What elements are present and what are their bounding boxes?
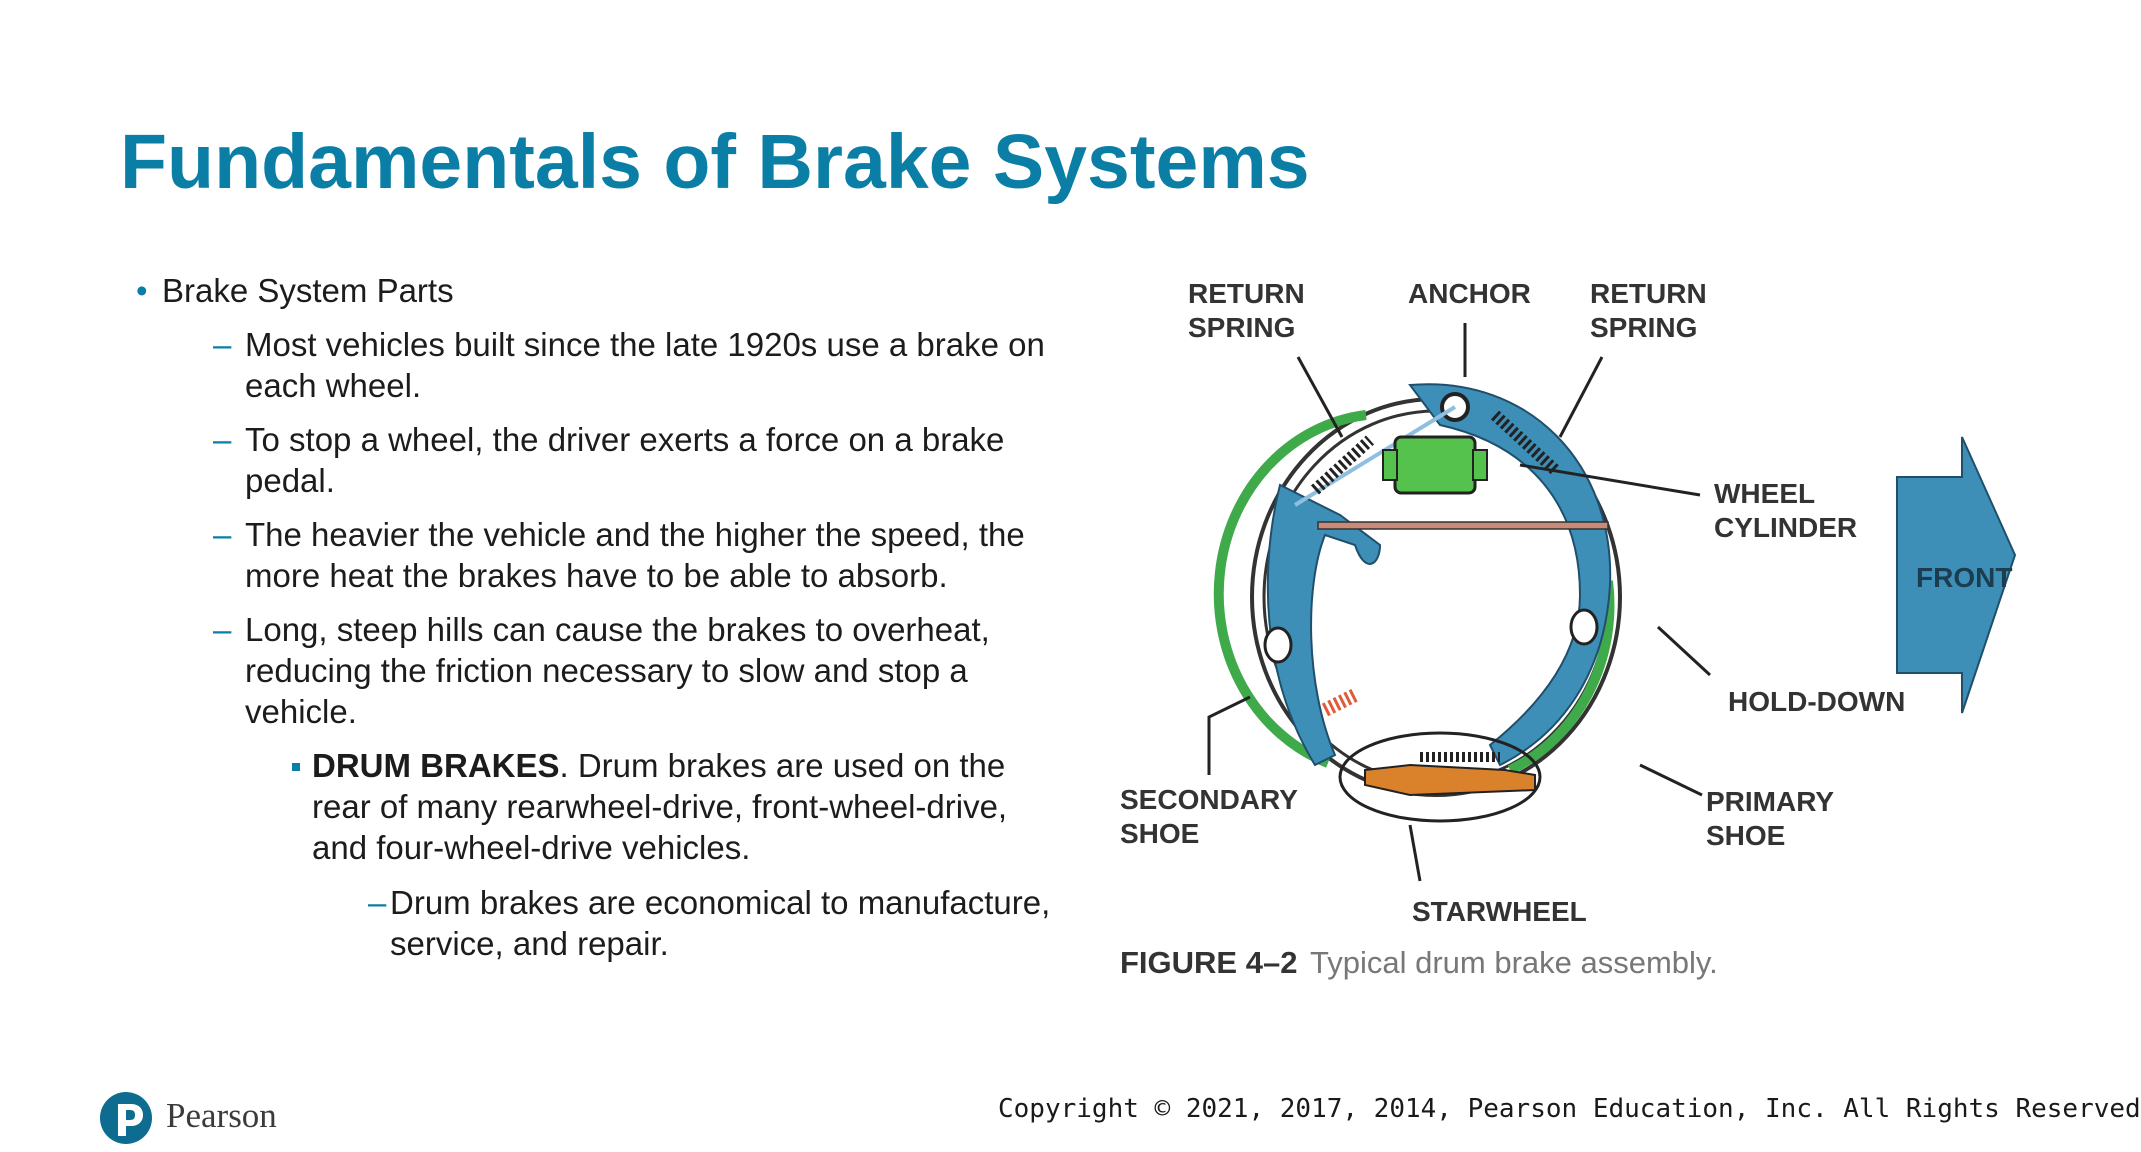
drum-brakes-line-1: DRUM BRAKES. Drum brakes are used on the <box>312 745 1005 786</box>
primary-lining <box>1507 580 1615 775</box>
dash-marker: – <box>368 884 387 921</box>
leader-return-spring-left <box>1296 356 1344 438</box>
sub-bullet-4-line-3: vehicle. <box>245 693 357 730</box>
pearson-p-icon <box>100 1092 152 1144</box>
secondary-lining <box>1213 410 1367 768</box>
leader-starwheel <box>1408 824 1422 882</box>
sub-bullet-1-line-1: Most vehicles built since the late 1920s… <box>245 326 1045 363</box>
bullet-brake-system-parts: Brake System Parts <box>162 272 454 309</box>
primary-shoe <box>1408 383 1612 767</box>
pearson-logo: Pearson <box>98 1090 328 1146</box>
hold-down-pin-right <box>1569 608 1599 646</box>
label-anchor: ANCHOR <box>1408 278 1531 309</box>
page-title: Fundamentals of Brake Systems <box>120 119 1310 205</box>
drum-brakes-bold: DRUM BRAKES <box>312 747 560 784</box>
leader-secondary-shoe <box>1207 695 1251 775</box>
economical-line-1: Drum brakes are economical to manufactur… <box>390 884 1051 921</box>
adjuster-spring <box>1321 688 1359 717</box>
return-spring-right <box>1490 410 1560 475</box>
secondary-shoe <box>1266 483 1382 767</box>
label-starwheel: STARWHEEL <box>1412 896 1587 927</box>
wheel-cylinder <box>1393 435 1477 495</box>
sub-bullet-2-line-2: pedal. <box>245 462 335 499</box>
sub-bullet-2-line-1: To stop a wheel, the driver exerts a for… <box>245 421 1005 458</box>
label-front: FRONT <box>1916 562 2013 593</box>
drum-brakes-line-2: rear of many rearwheel-drive, front-whee… <box>312 788 1008 825</box>
dash-marker: – <box>213 516 232 553</box>
figure-caption-text: Typical drum brake assembly. <box>1310 945 1718 980</box>
drum-brakes-text: . Drum brakes are used on the <box>559 747 1006 784</box>
sub-bullet-1-line-2: each wheel. <box>245 367 422 404</box>
sub-bullet-4-line-1: Long, steep hills can cause the brakes t… <box>245 611 990 648</box>
figure-caption-number: FIGURE 4–2 <box>1120 945 1298 980</box>
leader-primary-shoe <box>1639 763 1703 797</box>
square-bullet-marker <box>292 763 300 771</box>
front-arrow <box>1896 436 2017 714</box>
drum-brake-diagram <box>1207 323 2017 882</box>
starwheel-adjuster <box>1364 763 1536 797</box>
leader-hold-down <box>1656 625 1712 677</box>
sub-bullet-3-line-1: The heavier the vehicle and the higher t… <box>245 516 1025 553</box>
sub-bullet-3-line-2: more heat the brakes have to be able to … <box>245 557 948 594</box>
pearson-wordmark: Pearson <box>166 1096 277 1135</box>
hold-down-pin-left <box>1263 626 1293 664</box>
label-hold-down: HOLD-DOWN <box>1728 686 1906 717</box>
parking-strut <box>1317 521 1609 530</box>
sub-bullet-4-line-2: reducing the friction necessary to slow … <box>245 652 968 689</box>
dash-marker: – <box>213 421 232 458</box>
bullet-marker: • <box>136 272 148 309</box>
spring-cable <box>1293 405 1457 507</box>
dash-marker: – <box>213 611 232 648</box>
return-spring-left <box>1310 435 1375 495</box>
starwheel-ellipse <box>1338 731 1542 823</box>
economical-line-2: service, and repair. <box>390 925 669 962</box>
dash-marker: – <box>213 326 232 363</box>
leader-wheel-cylinder <box>1519 463 1701 497</box>
leader-return-spring-right <box>1558 356 1604 438</box>
drum-brakes-line-3: and four-wheel-drive vehicles. <box>312 829 751 866</box>
copyright-notice: Copyright © 2021, 2017, 2014, Pearson Ed… <box>998 1094 2141 1124</box>
